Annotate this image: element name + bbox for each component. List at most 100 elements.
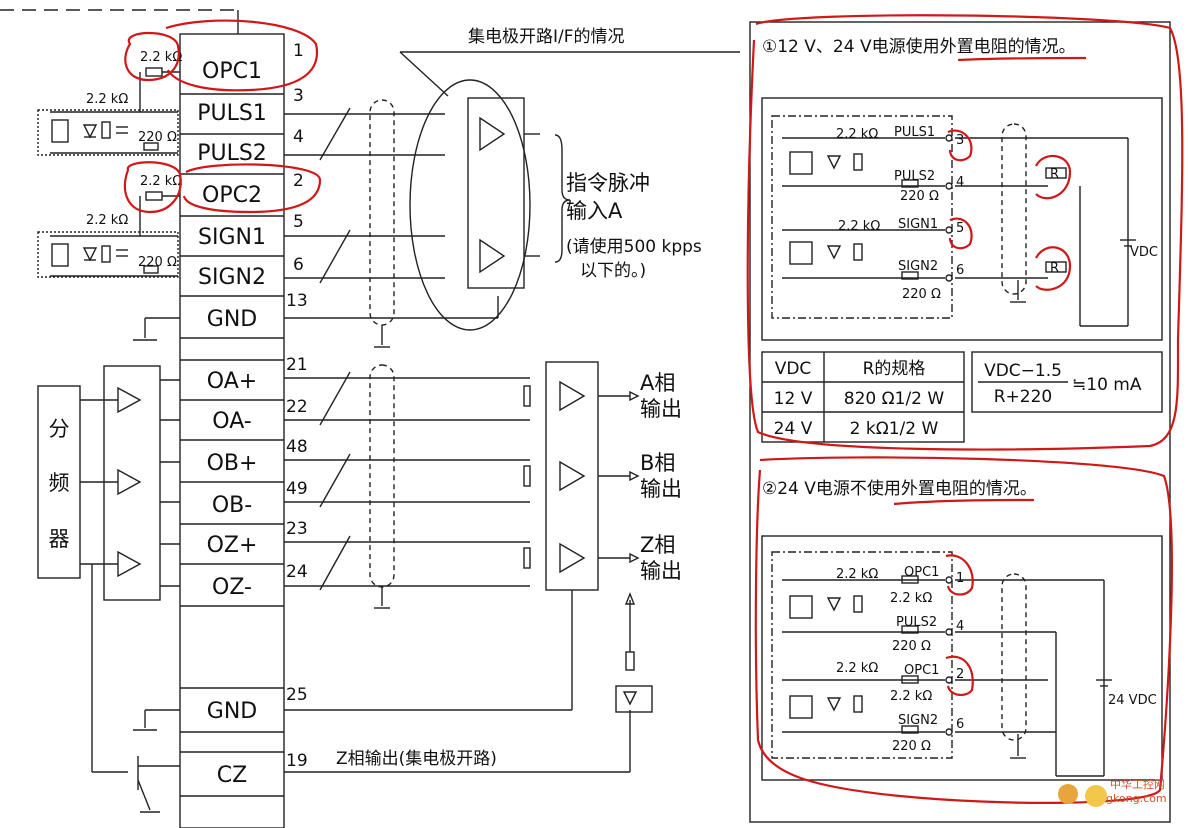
divider-char-3: 器 — [49, 527, 70, 551]
case2-res-22k-b: 2.2 kΩ — [890, 591, 932, 606]
command-pulse-note2: 以下的。) — [580, 261, 646, 281]
table-header-vdc: VDC — [775, 359, 812, 379]
case1-res-220-b: 220 Ω — [902, 287, 941, 302]
table-row1-v: 12 V — [774, 389, 813, 409]
case2-vdc: 24 VDC — [1108, 693, 1157, 708]
res-label-puls-220: 220 Ω — [138, 130, 177, 145]
case1-vdc: VDC — [1130, 245, 1158, 260]
ground-symbol — [133, 317, 180, 731]
case1-puls2: PULS2 — [894, 169, 935, 184]
right-panel — [749, 21, 1171, 823]
case1-resistor-table — [761, 351, 965, 443]
case1-pin3: 3 — [956, 133, 964, 148]
pin-number-49: 49 — [286, 479, 308, 499]
res-label-sign-220: 220 Ω — [138, 255, 177, 270]
pin-number-5: 5 — [293, 212, 304, 232]
res-label-opc1: 2.2 kΩ — [140, 50, 182, 65]
res-label-opc2: 2.2 kΩ — [140, 174, 182, 189]
case2-res-22k-d: 2.2 kΩ — [890, 689, 932, 704]
z-open-collector-label: Z相输出(集电极开路) — [336, 749, 497, 769]
table-header-r: R的规格 — [863, 359, 926, 379]
case2-opc1: OPC1 — [904, 565, 939, 580]
case2-res-22k-c: 2.2 kΩ — [836, 661, 878, 676]
pin-label-puls2: PULS2 — [197, 141, 267, 166]
divider-char-2: 频 — [49, 471, 70, 495]
case2-res-220-b: 220 Ω — [892, 739, 931, 754]
case2-pin4: 4 — [956, 619, 964, 634]
case2-res-22k-a: 2.2 kΩ — [836, 567, 878, 582]
case1-r1: R — [1050, 167, 1059, 182]
case1-r2: R — [1050, 261, 1059, 276]
pin-label-cz: CZ — [217, 763, 247, 788]
phase-b-label: B相 — [640, 451, 675, 475]
pin-number-25: 25 — [286, 685, 308, 705]
connector-block: OPC1 PULS1 PULS2 OPC2 SIGN1 SIGN2 GND OA… — [179, 33, 308, 828]
case2-res-220-a: 220 Ω — [892, 639, 931, 654]
case2-puls2: PULS2 — [896, 615, 937, 630]
pin-label-sign2: SIGN2 — [198, 265, 266, 290]
pin-label-oa-minus: OA- — [212, 409, 251, 434]
case2-pin1: 1 — [956, 571, 964, 586]
pin-number-4: 4 — [293, 127, 304, 147]
phase-z-output: 输出 — [640, 559, 682, 583]
pin-label-opc1: OPC1 — [202, 59, 262, 84]
divider-char-1: 分 — [49, 417, 70, 441]
red-annotations — [123, 14, 1184, 804]
case2-pin6: 6 — [956, 717, 964, 732]
case1-puls1: PULS1 — [894, 125, 935, 140]
phase-a-label: A相 — [640, 371, 675, 395]
line-receiver-input — [467, 97, 540, 289]
pin-label-oa-plus: OA+ — [207, 369, 257, 394]
formula-numerator: VDC−1.5 — [984, 361, 1062, 381]
phase-b-output: 输出 — [640, 477, 682, 501]
pin-number-23: 23 — [286, 519, 308, 539]
watermark-line2: gkong.com — [1106, 792, 1167, 805]
pin-label-gnd: GND — [207, 307, 257, 332]
case1-schematic — [761, 97, 1163, 341]
case1-pin6: 6 — [956, 263, 964, 278]
table-row2-r: 2 kΩ1/2 W — [850, 419, 939, 439]
case2-pin2: 2 — [956, 667, 964, 682]
z-open-collector-output — [615, 592, 653, 713]
pin-number-24: 24 — [286, 562, 308, 582]
input-circuit-puls — [37, 67, 180, 156]
case1-res-220-a: 220 Ω — [900, 189, 939, 204]
pin-label-oz-minus: OZ- — [212, 575, 252, 600]
case1-pin4: 4 — [956, 175, 964, 190]
twisted-pair-wires — [284, 107, 631, 773]
pin-number-22: 22 — [286, 397, 308, 417]
open-collector-ellipse — [409, 79, 531, 331]
current-formula-box — [971, 351, 1163, 413]
pin-number-13: 13 — [286, 291, 308, 311]
pin-number-48: 48 — [286, 437, 308, 457]
line-driver-block — [80, 365, 180, 813]
case2-sign2: SIGN2 — [898, 713, 938, 728]
pin-number-6: 6 — [293, 255, 304, 275]
table-row1-r: 820 Ω1/2 W — [844, 389, 945, 409]
case1-sign2: SIGN2 — [898, 259, 938, 274]
pin-label-gnd-2: GND — [207, 699, 257, 724]
pin-number-21: 21 — [286, 355, 308, 375]
table-row2-v: 24 V — [774, 419, 813, 439]
res-label-puls: 2.2 kΩ — [86, 92, 128, 107]
formula-denominator: R+220 — [994, 387, 1053, 407]
pin-number-19: 19 — [286, 751, 308, 771]
pin-label-ob-plus: OB+ — [207, 451, 258, 476]
case2-opc1-b: OPC1 — [904, 663, 939, 678]
gkong-watermark-logo — [1058, 784, 1107, 807]
pin-number-2: 2 — [293, 171, 304, 191]
case2-schematic — [761, 535, 1163, 781]
pin-number-1: 1 — [293, 41, 304, 61]
command-pulse-note1: (请使用500 kpps — [566, 236, 702, 257]
shield-ground — [374, 325, 390, 609]
formula-result: ≒10 mA — [1072, 375, 1142, 395]
pin-label-ob-minus: OB- — [212, 493, 252, 518]
phase-z-label: Z相 — [640, 533, 675, 557]
pin-label-puls1: PULS1 — [197, 101, 267, 126]
open-collector-callout: 集电极开路I/F的情况 — [468, 27, 625, 47]
case1-pin5: 5 — [956, 221, 964, 236]
phase-a-output: 输出 — [640, 397, 682, 421]
pin-label-oz-plus: OZ+ — [207, 533, 258, 558]
case2-title: ②24 V电源不使用外置电阻的情况。 — [762, 478, 1037, 499]
